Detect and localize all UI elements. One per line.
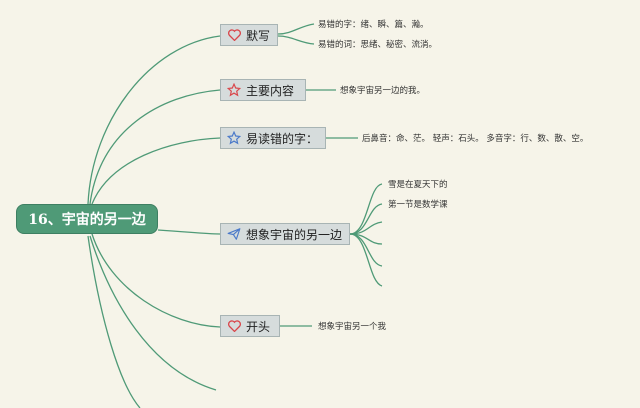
connector-root-branch-2 [89, 89, 221, 205]
branch-node-2[interactable]: 主要内容 [220, 79, 306, 101]
branch-node-3[interactable]: 易读错的字： [220, 127, 326, 149]
branch-node-1[interactable]: 默写 [220, 24, 278, 46]
leaf-4-1: 雪是在夏天下的 [388, 180, 448, 190]
leaf-1-1: 易错的字：绪、瞬、篇、瀚。 [318, 20, 429, 30]
branch-node-4[interactable]: 想象宇宙的另一边 [220, 223, 350, 245]
root-topic[interactable]: 16、宇宙的另一边 [16, 204, 158, 234]
branch-label-4: 想象宇宙的另一边 [246, 227, 343, 242]
connector-leaf-1-1 [277, 23, 315, 35]
connector-root-branch-5 [91, 233, 221, 328]
star-icon [227, 131, 241, 145]
heart-icon [227, 319, 241, 333]
branch-label-2: 主要内容 [246, 83, 295, 98]
branch-label-1: 默写 [246, 28, 271, 43]
leaf-2-1: 想象宇宙另一边的我。 [340, 86, 426, 96]
branch-label-5: 开头 [246, 319, 271, 334]
paper-plane-icon [227, 227, 241, 241]
leaf-4-2: 第一节是数学课 [388, 200, 448, 210]
leaf-5-1: 想象宇宙另一个我 [318, 322, 387, 332]
heart-icon [227, 28, 241, 42]
connector-root-extra-2 [87, 235, 141, 408]
connector-root-extra-1 [89, 235, 217, 391]
connector-leaf-1-2 [277, 35, 315, 45]
leaf-1-2: 易错的词：思绪、秘密、流淌。 [318, 40, 438, 50]
branch-label-3: 易读错的字： [246, 131, 319, 146]
connector-leaf-4-1 [349, 183, 383, 235]
root-topic-label: 16、宇宙的另一边 [28, 212, 146, 228]
star-icon [227, 83, 241, 97]
connector-root-branch-4 [157, 229, 221, 235]
leaf-3-1: 后鼻音：命、茫。 轻声：石头。 多音字：行、数、散、空。 [362, 134, 589, 144]
connector-root-branch-3 [91, 137, 221, 205]
connector-root-branch-1 [87, 35, 221, 205]
branch-node-5[interactable]: 开头 [220, 315, 280, 337]
